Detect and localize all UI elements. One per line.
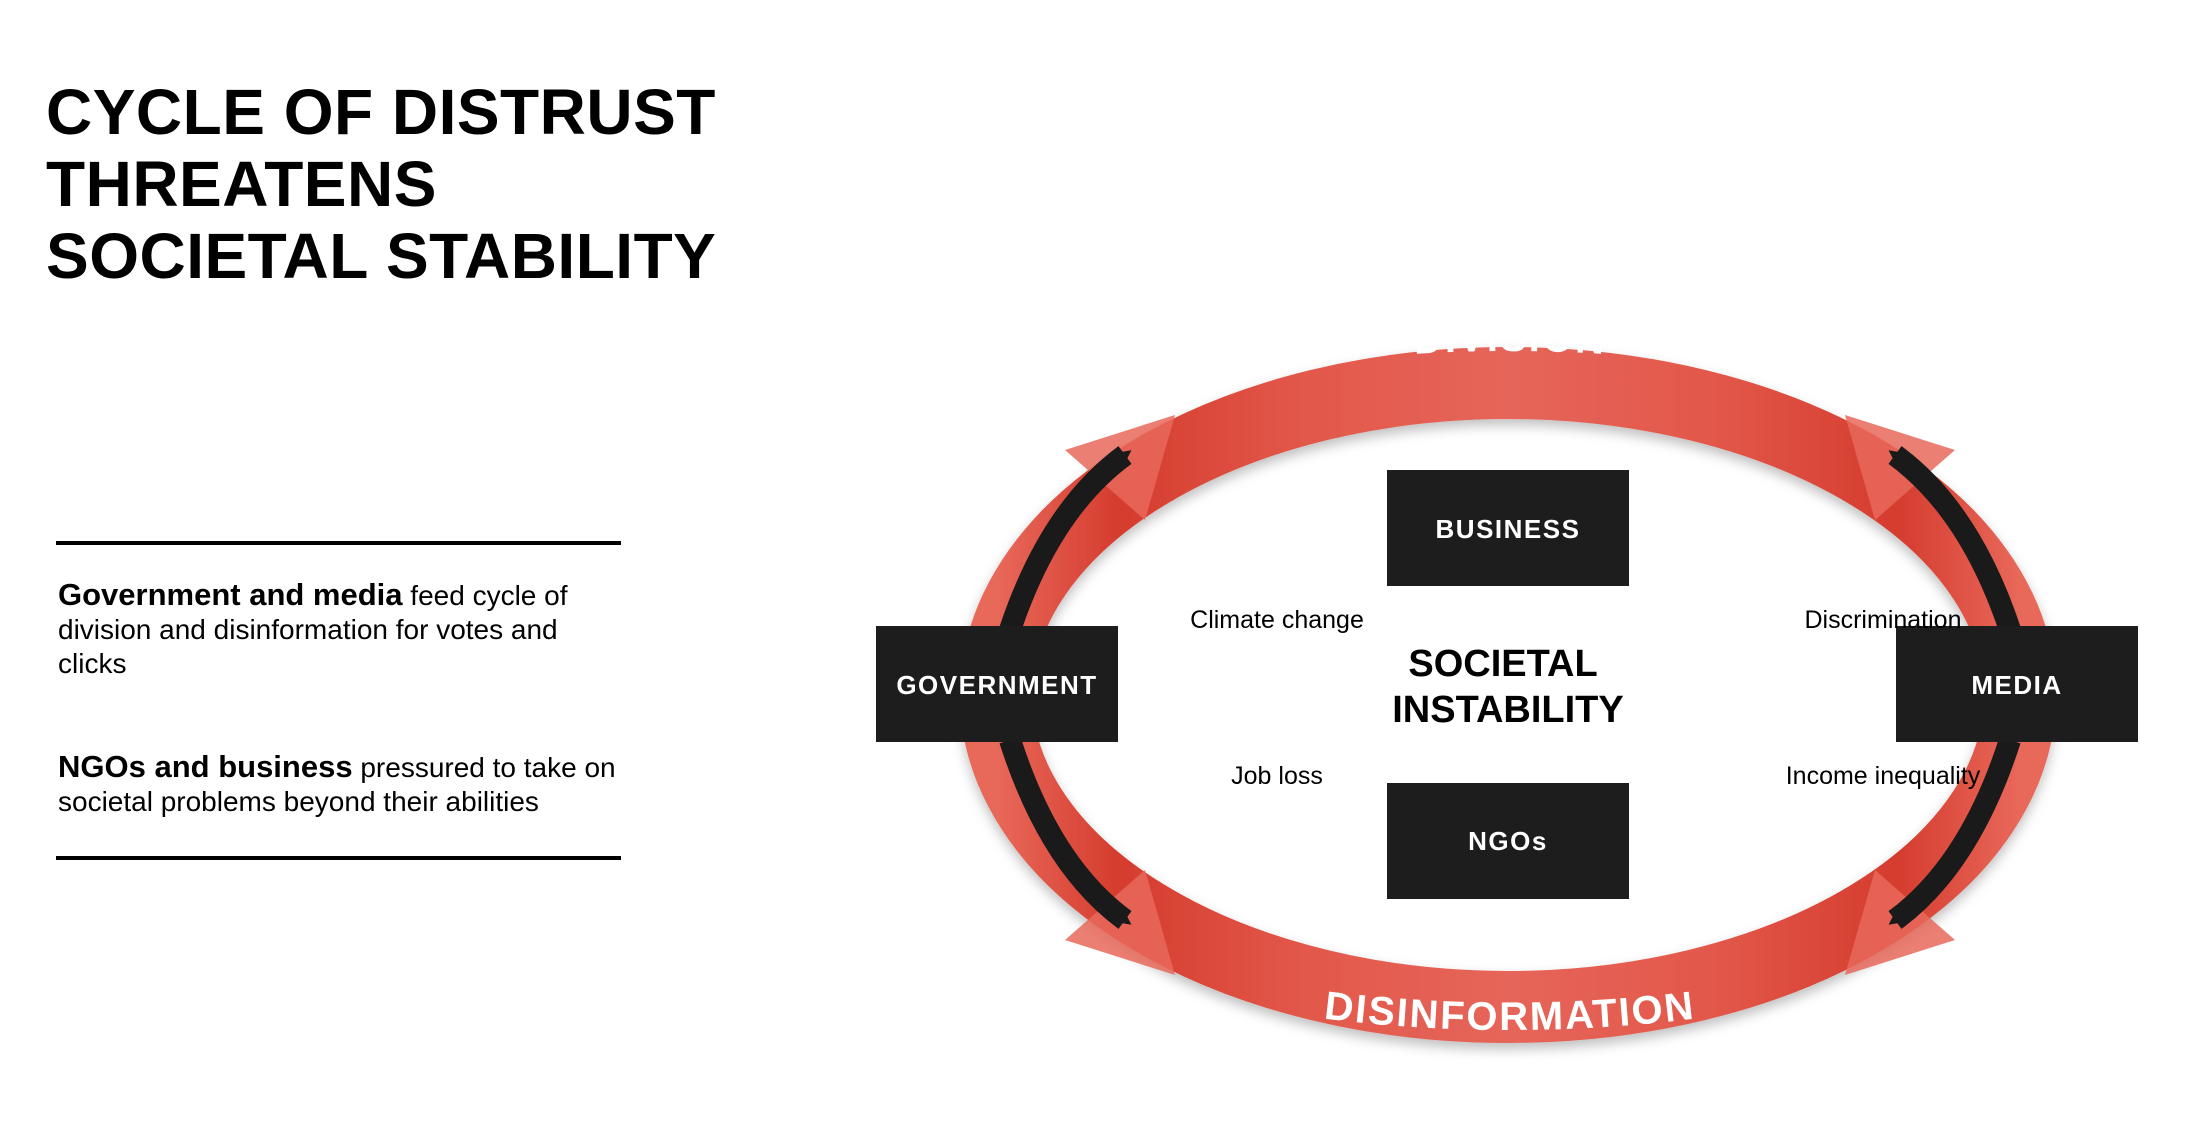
center-label: SOCIETAL INSTABILITY bbox=[1392, 643, 1624, 731]
divider-bottom bbox=[56, 856, 621, 860]
title-line-2: THREATENS bbox=[46, 148, 437, 220]
page-title: CYCLE OF DISTRUST THREATENS SOCIETAL STA… bbox=[46, 76, 716, 292]
ring-label-division: DIVISION bbox=[1412, 316, 1607, 363]
box-ngos: NGOs bbox=[1387, 783, 1629, 899]
division-text: DIVISION bbox=[1412, 316, 1605, 363]
title-line-1: CYCLE OF DISTRUST bbox=[46, 76, 716, 148]
cycle-arrows bbox=[999, 446, 2021, 929]
cycle-diagram: DIVISION DISINFORMATION GOVERNMENT MEDIA… bbox=[876, 316, 2138, 1043]
paragraph-government-media: Government and media feed cycle of divis… bbox=[58, 578, 618, 681]
paragraph-1-bold: Government and media bbox=[58, 577, 403, 612]
title-line-3: SOCIETAL STABILITY bbox=[46, 220, 717, 292]
arrow-media-down bbox=[1888, 736, 2021, 929]
paragraph-2-text: pressured to take on societal problems b… bbox=[58, 752, 616, 817]
box-media-label: MEDIA bbox=[1971, 670, 2062, 700]
arrow-media-up bbox=[1888, 446, 2021, 634]
center-label-line-2: INSTABILITY bbox=[1392, 689, 1624, 731]
box-business: BUSINESS bbox=[1387, 470, 1629, 586]
box-government-label: GOVERNMENT bbox=[896, 670, 1097, 700]
arrow-government-up bbox=[999, 446, 1132, 634]
arrow-government-down bbox=[999, 736, 1132, 929]
box-government: GOVERNMENT bbox=[876, 626, 1118, 742]
box-media: MEDIA bbox=[1896, 626, 2138, 742]
issue-discrimination: Discrimination bbox=[1805, 606, 1962, 634]
paragraph-2-bold: NGOs and business bbox=[58, 749, 353, 784]
box-business-label: BUSINESS bbox=[1436, 514, 1581, 544]
issue-income-inequality: Income inequality bbox=[1786, 762, 1981, 790]
paragraph-1-text: feed cycle of division and disinformatio… bbox=[58, 580, 568, 679]
divider-top bbox=[56, 541, 621, 545]
box-ngos-label: NGOs bbox=[1468, 826, 1548, 856]
issue-job-loss: Job loss bbox=[1231, 762, 1323, 790]
paragraph-ngos-business: NGOs and business pressured to take on s… bbox=[58, 750, 618, 819]
issue-climate-change: Climate change bbox=[1190, 606, 1364, 634]
center-label-line-1: SOCIETAL bbox=[1408, 643, 1597, 685]
